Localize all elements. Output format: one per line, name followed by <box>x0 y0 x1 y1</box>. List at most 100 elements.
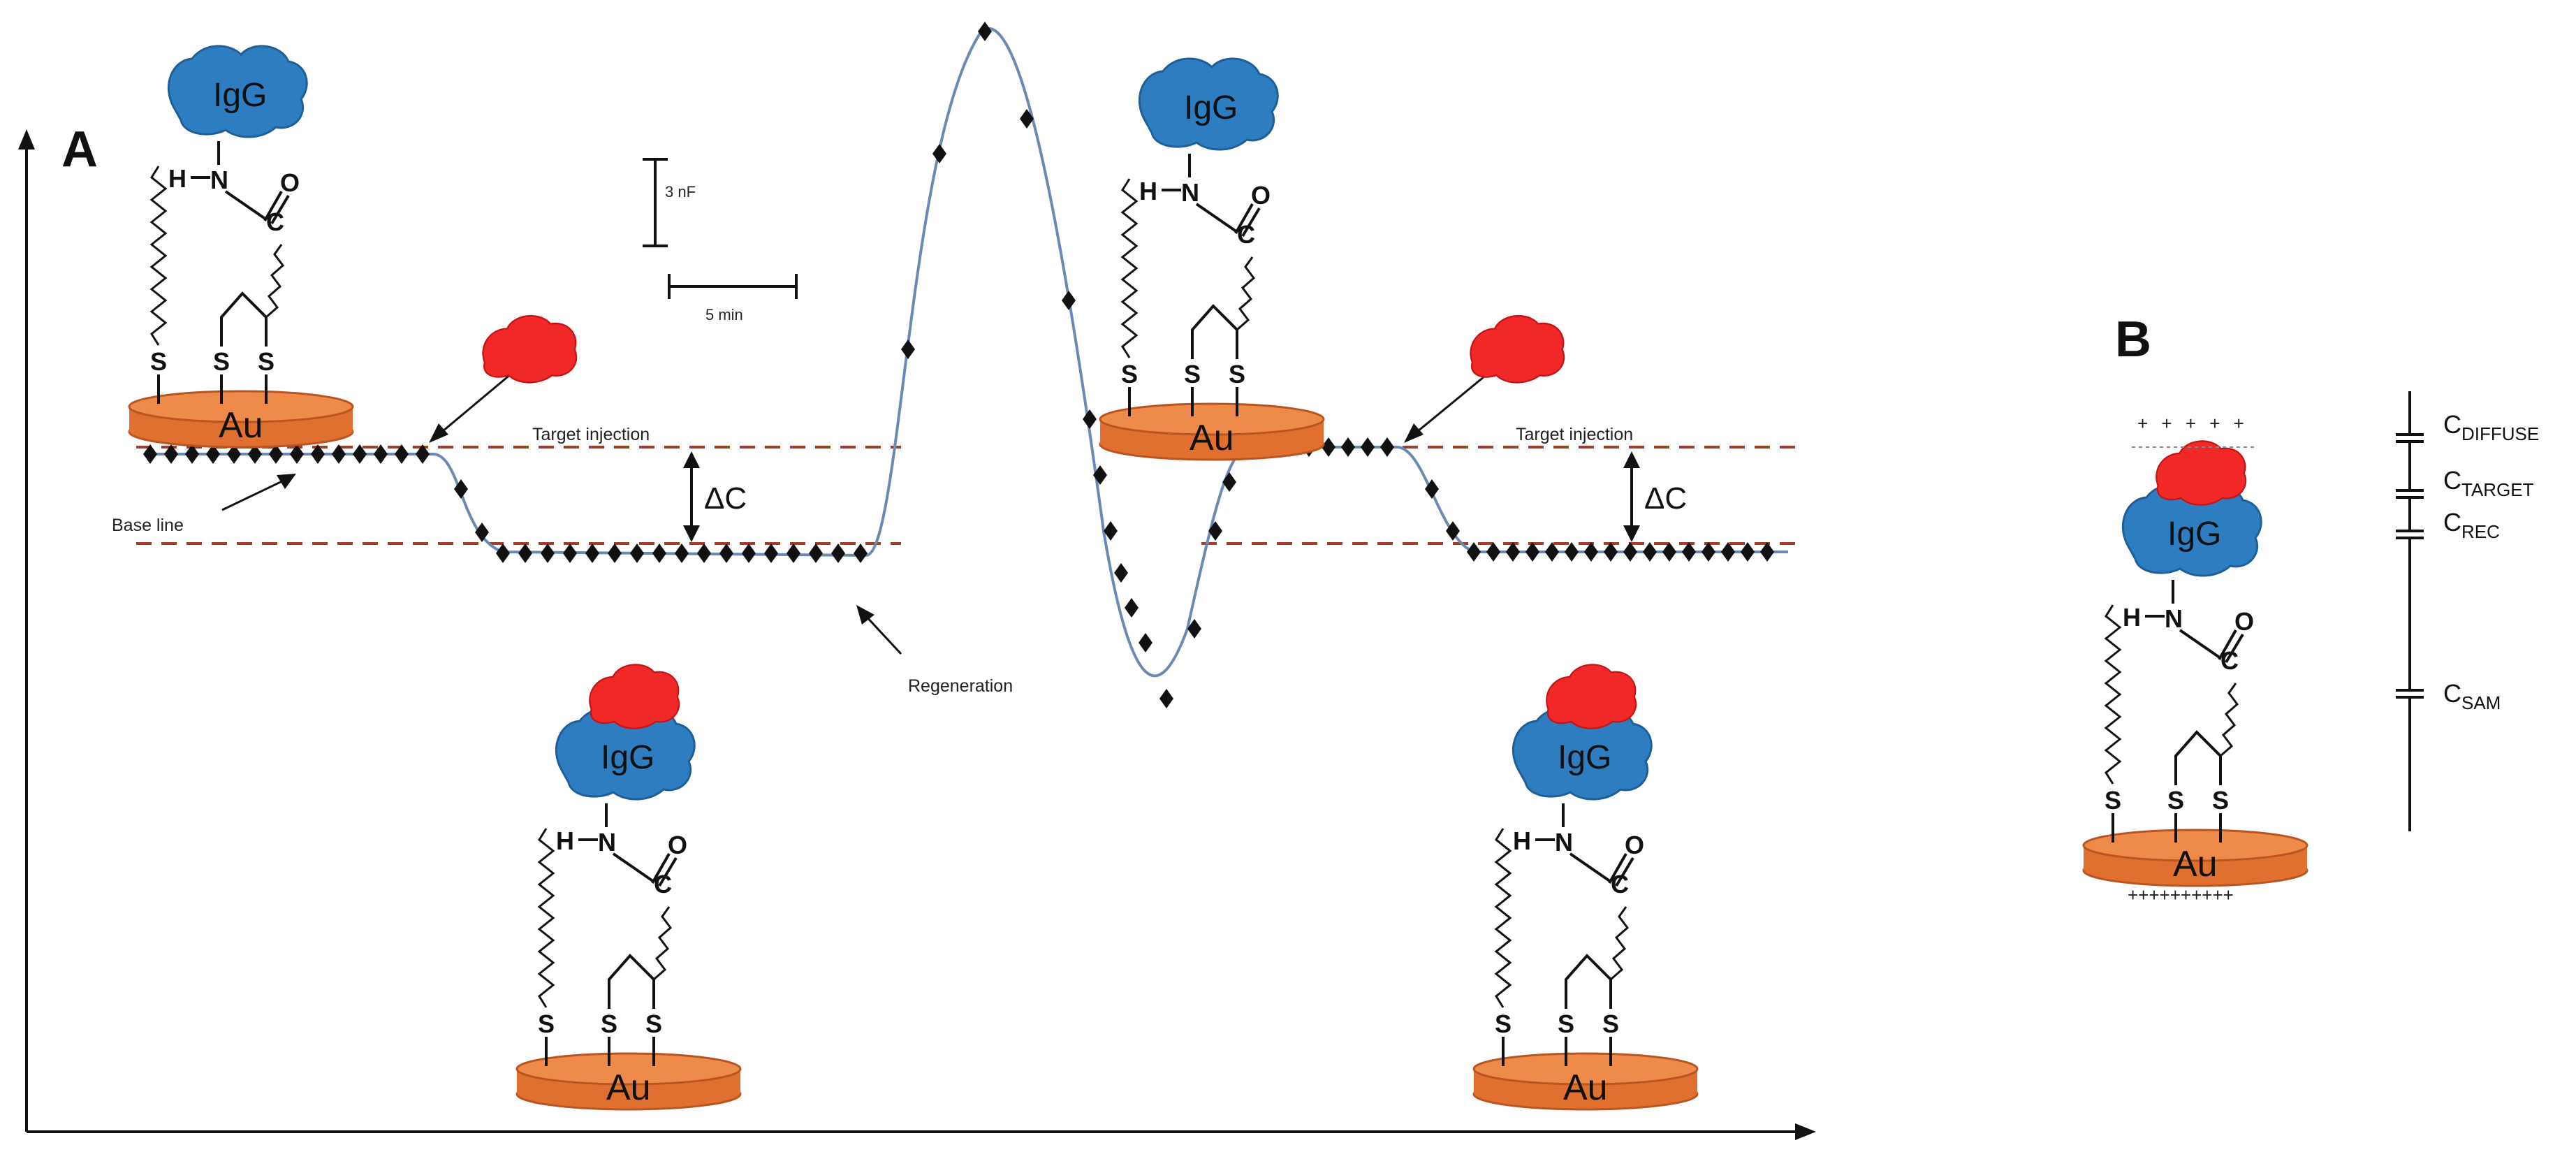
trace-marker <box>697 544 711 563</box>
atom-s: S <box>1495 1009 1512 1038</box>
trace-marker <box>395 444 409 464</box>
atom-h: H <box>1513 826 1531 855</box>
trace-marker <box>269 444 283 464</box>
target-injection-annotation-1: Target injection <box>429 369 650 444</box>
trace-marker <box>1341 437 1355 457</box>
atom-c: C <box>1237 220 1255 249</box>
scale-bar-horizontal-label: 5 min <box>705 306 743 323</box>
regeneration-label: Regeneration <box>908 676 1013 696</box>
trace-marker <box>831 544 845 563</box>
trace-marker <box>206 444 220 464</box>
atom-s: S <box>1121 360 1138 388</box>
baseline-reference-lines <box>136 446 1795 545</box>
trace-marker <box>1093 465 1107 485</box>
igg-label: IgG <box>213 77 267 114</box>
trace-marker <box>1545 542 1559 562</box>
trace-marker <box>563 544 577 563</box>
trace-marker <box>1139 633 1152 653</box>
atom-s: S <box>645 1009 662 1038</box>
bound-protein-a <box>1546 664 1637 729</box>
atom-n: N <box>1555 828 1573 857</box>
trace-marker <box>854 544 868 563</box>
trace-marker <box>496 544 510 563</box>
trace-marker <box>164 444 178 464</box>
atom-o: O <box>668 831 687 859</box>
au-label: Au <box>606 1067 651 1108</box>
trace-marker <box>630 544 644 563</box>
c-rec-sub: REC <box>2461 521 2500 542</box>
trace-marker <box>518 544 532 563</box>
trace-marker <box>541 544 555 563</box>
trace-marker <box>585 544 599 563</box>
trace-marker <box>978 22 992 41</box>
axes <box>18 129 1816 1140</box>
target-injection-label-1: Target injection <box>532 425 650 444</box>
au-label: Au <box>1190 418 1234 458</box>
trace-marker <box>1208 521 1222 541</box>
trace-marker <box>1584 542 1598 562</box>
trace-marker <box>1565 542 1579 562</box>
c-diffuse-main: C <box>2443 410 2461 439</box>
trace-marker <box>1741 542 1755 562</box>
delta-c-label-2: ΔC <box>1644 481 1687 516</box>
trace-marker <box>719 544 733 563</box>
trace-marker <box>227 444 241 464</box>
c-diffuse-label: CDIFFUSE <box>2443 410 2539 444</box>
protein-a-injection-2 <box>1470 314 1565 384</box>
trace-marker <box>1662 542 1676 562</box>
trace-marker <box>1643 542 1657 562</box>
trace-marker <box>675 544 689 563</box>
atom-s: S <box>2167 786 2184 815</box>
equivalent-circuit <box>2396 391 2424 831</box>
bound-protein-a <box>2156 440 2247 506</box>
au-label: Au <box>219 405 263 446</box>
trace-marker <box>143 444 157 464</box>
trace-marker <box>475 523 489 542</box>
atom-s: S <box>2212 786 2229 815</box>
trace-marker <box>1159 689 1173 708</box>
trace-marker <box>1623 542 1637 562</box>
trace-marker <box>652 544 666 563</box>
atom-h: H <box>168 164 186 193</box>
atom-o: O <box>2234 607 2254 636</box>
target-injection-label-2: Target injection <box>1516 425 1633 444</box>
atom-s: S <box>1184 360 1201 388</box>
atom-s: S <box>1558 1009 1574 1038</box>
scale-bar: 3 nF 5 min <box>643 158 798 323</box>
c-sam-sub: SAM <box>2461 692 2501 713</box>
trace-marker <box>1506 542 1520 562</box>
trace-marker <box>1187 619 1201 639</box>
atom-s: S <box>150 347 167 376</box>
bound-construct-2: Au S S S C O N H IgG <box>1472 664 1699 1111</box>
trace-marker <box>1125 598 1139 618</box>
atom-h: H <box>2123 603 2141 632</box>
c-sam-main: C <box>2443 679 2461 708</box>
diffuse-layer-charges: + + + + + <box>2137 413 2248 434</box>
au-label: Au <box>2173 844 2218 884</box>
trace-marker <box>454 479 468 499</box>
trace-marker <box>353 444 367 464</box>
trace-marker <box>1020 109 1034 129</box>
trace-marker <box>374 444 388 464</box>
atom-n: N <box>2165 604 2183 633</box>
atom-s: S <box>258 347 275 376</box>
atom-n: N <box>1181 178 1199 207</box>
trace-marker <box>1760 542 1774 562</box>
atom-n: N <box>598 828 616 857</box>
atom-s: S <box>1602 1009 1619 1038</box>
y-axis-arrowhead <box>18 129 35 150</box>
trace-marker <box>1062 291 1076 310</box>
trace-marker <box>1525 542 1539 562</box>
atom-h: H <box>1139 177 1157 205</box>
c-target-main: C <box>2443 466 2461 495</box>
atom-s: S <box>213 347 230 376</box>
atom-n: N <box>210 166 228 194</box>
trace-marker <box>1104 521 1118 541</box>
trace-marker <box>1425 479 1439 499</box>
trace-marker <box>416 444 430 464</box>
atom-o: O <box>1251 181 1271 210</box>
trace-marker <box>1721 542 1735 562</box>
au-label: Au <box>1563 1067 1608 1108</box>
trace-marker <box>1322 437 1335 457</box>
atom-s: S <box>1229 360 1245 388</box>
